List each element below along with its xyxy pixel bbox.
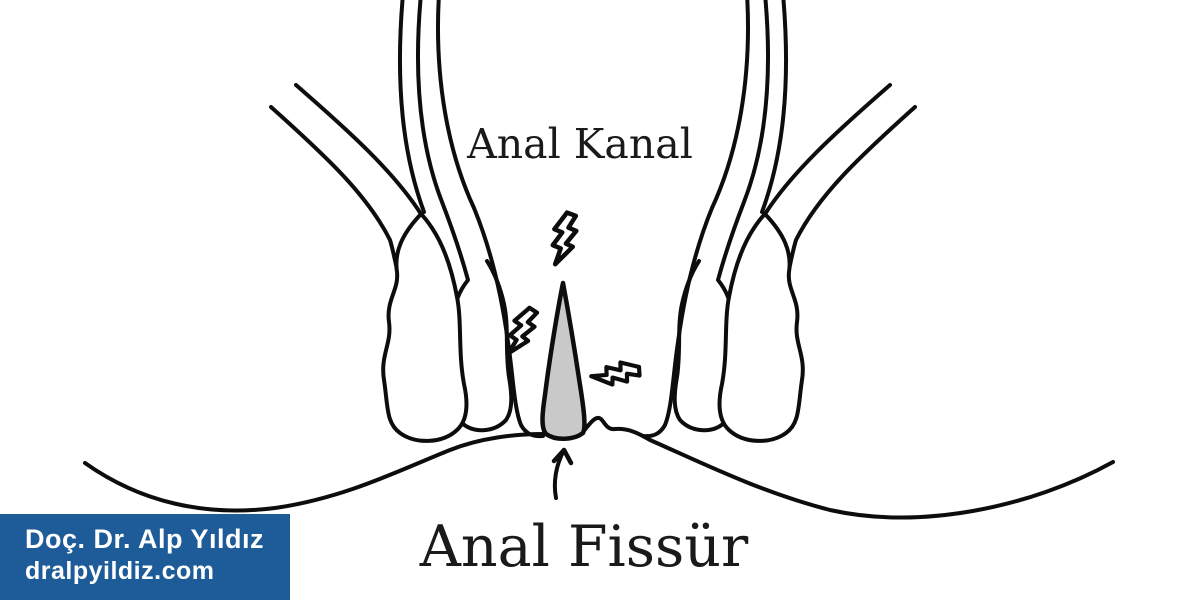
right-anatomy-half: [641, 0, 917, 443]
perianal-skin-contour: [83, 416, 1115, 520]
fissure-arrow-icon: [551, 447, 574, 500]
doctor-name: Doç. Dr. Alp Yıldız: [25, 524, 265, 554]
credit-badge: Doç. Dr. Alp Yıldız dralpyildiz.com: [0, 514, 290, 600]
pain-bolt-icon: [590, 356, 642, 394]
skin-contour-right: [581, 416, 1115, 520]
left-anatomy-half: [269, 0, 545, 443]
anal-canal-label: Anal Kanal: [467, 120, 693, 168]
skin-contour-left: [83, 432, 545, 513]
pain-bolt-icon: [552, 212, 577, 265]
website-url: dralpyildiz.com: [25, 557, 215, 585]
pain-bolt-icon: [506, 305, 539, 358]
fissure-shape: [540, 280, 587, 441]
anal-fissure-label: Anal Fissür: [419, 514, 749, 580]
